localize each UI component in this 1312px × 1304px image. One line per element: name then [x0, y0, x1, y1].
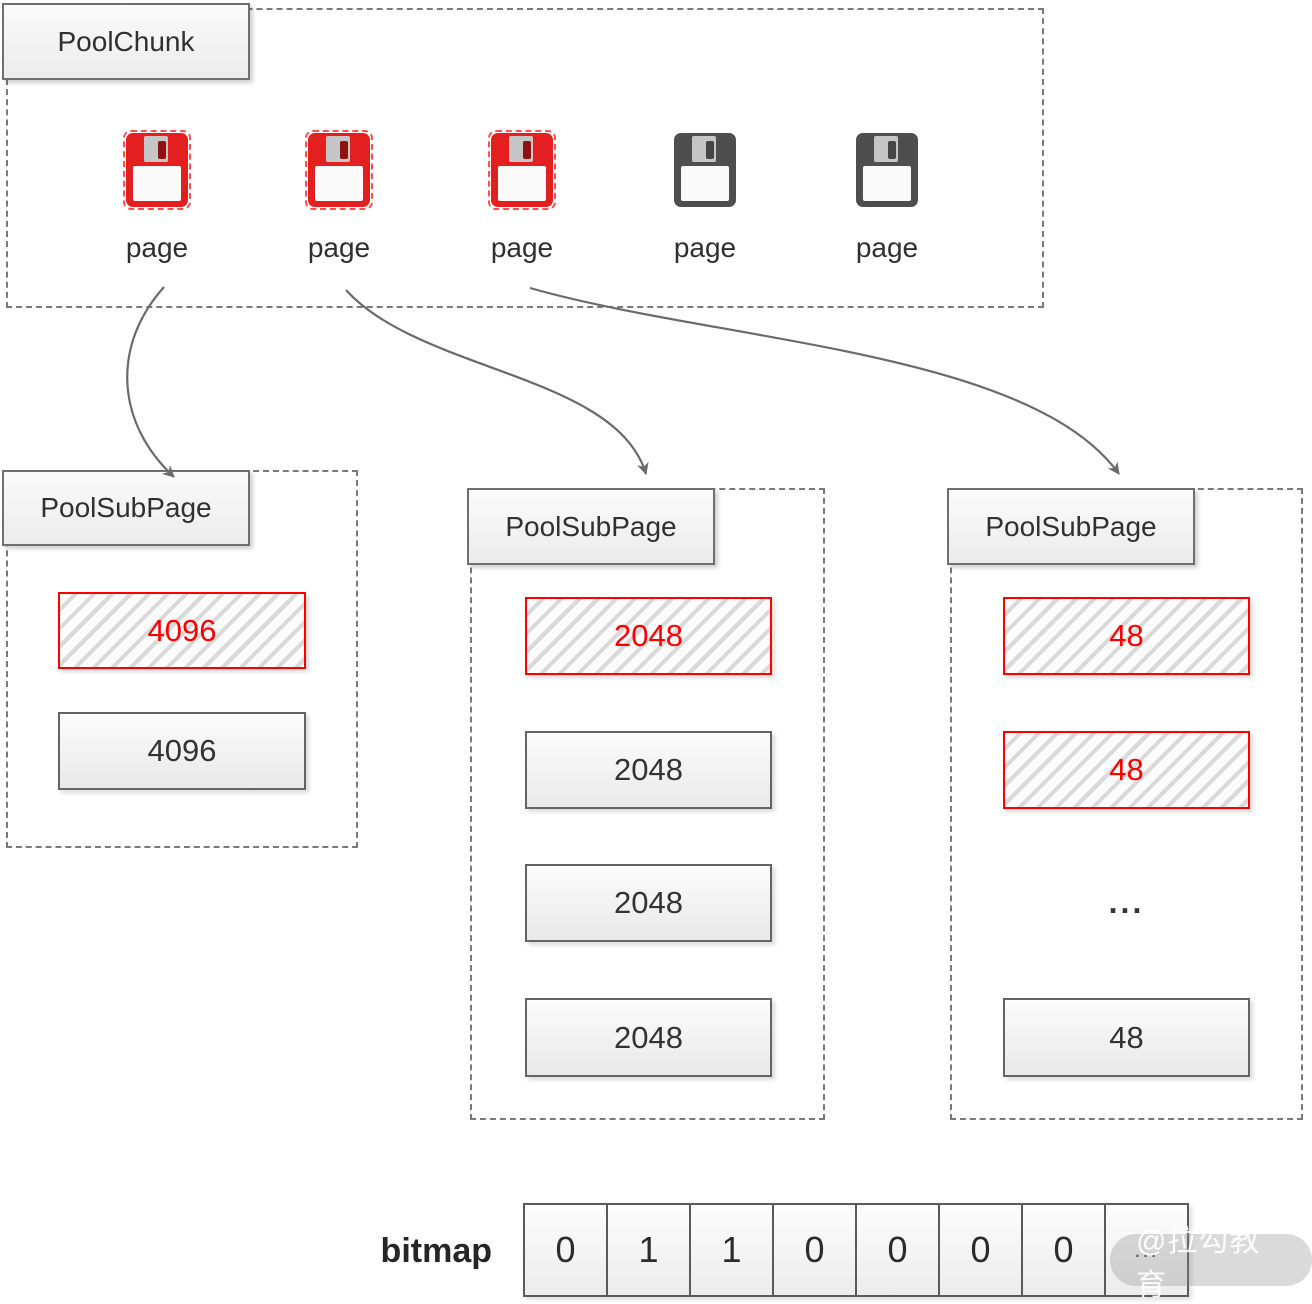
page-item: page: [655, 133, 755, 264]
floppy-disk-icon: [856, 133, 918, 207]
memory-block-allocated: 2048: [525, 597, 772, 675]
bitmap-cell: 0: [1021, 1203, 1106, 1297]
floppy-disk-icon: [123, 130, 191, 210]
poolchunk-label: PoolChunk: [2, 3, 250, 80]
arrow-page3-to-subpage3: [529, 286, 1120, 475]
memory-block: 4096: [58, 712, 306, 790]
memory-block-allocated: 4096: [58, 592, 306, 669]
subpage1-label: PoolSubPage: [2, 470, 250, 546]
memory-block: 2048: [525, 998, 772, 1077]
page-item: page: [289, 130, 389, 264]
memory-block: 48: [1003, 998, 1250, 1077]
subpage1-title: PoolSubPage: [40, 492, 212, 523]
subpage3-label: PoolSubPage: [947, 488, 1195, 565]
page-label: page: [125, 232, 189, 263]
floppy-disk-icon: [674, 133, 736, 207]
bitmap-cell: ...: [1104, 1203, 1189, 1297]
more-blocks-ellipsis: ...: [1108, 884, 1145, 920]
bitmap-cell: 1: [606, 1203, 691, 1297]
memory-block: 2048: [525, 864, 772, 942]
subpage2-title: PoolSubPage: [505, 510, 677, 542]
page-label: page: [673, 232, 737, 263]
bitmap-label: bitmap: [380, 1231, 492, 1270]
memory-block-allocated: 48: [1003, 731, 1250, 809]
arrow-page1-to-subpage1: [126, 286, 175, 478]
bitmap-cell: 0: [523, 1203, 608, 1297]
page-item: page: [837, 133, 937, 264]
page-item: page: [472, 130, 572, 264]
watermark-badge: @拉勾教育: [1110, 1225, 1312, 1302]
bitmap-cell: 0: [772, 1203, 857, 1297]
bitmap-row: 0 1 1 0 0 0 0 ...: [523, 1203, 1189, 1297]
page-label: page: [855, 232, 919, 263]
subpage2-label: PoolSubPage: [467, 488, 715, 565]
bitmap-cell: 1: [689, 1203, 774, 1297]
memory-block: 2048: [525, 731, 772, 809]
bitmap-cell: 0: [938, 1203, 1023, 1297]
page-label: page: [490, 232, 554, 263]
poolchunk-title: PoolChunk: [57, 25, 195, 57]
bitmap-cell: 0: [855, 1203, 940, 1297]
page-label: page: [307, 232, 371, 263]
page-item: page: [107, 130, 207, 264]
floppy-disk-icon: [488, 130, 556, 210]
arrow-page2-to-subpage2: [345, 289, 649, 475]
memory-block-allocated: 48: [1003, 597, 1250, 675]
subpage3-title: PoolSubPage: [985, 510, 1157, 542]
floppy-disk-icon: [305, 130, 373, 210]
